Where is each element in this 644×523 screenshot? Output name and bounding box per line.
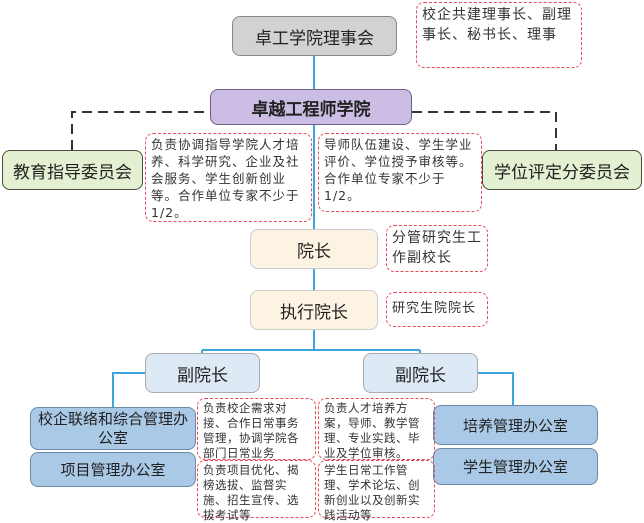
left-committee-note: 负责协调指导学院人才培养、科学研究、企业及社会服务、学生创新创业等。合作单位专家… xyxy=(145,133,312,222)
vice-dean-right-box: 副院长 xyxy=(363,353,478,393)
office-student-note: 学生日常工作管理、学术论坛、创新创业以及创新实践活动等 xyxy=(318,460,435,522)
exec-dean-note: 研究生院院长 xyxy=(386,292,488,327)
right-committee-box: 学位评定分委员会 xyxy=(482,150,642,190)
office-training-note: 负责人才培养方案，导师、教学管理、专业实践、毕业及学位审核。 xyxy=(318,398,435,460)
exec-dean-box: 执行院长 xyxy=(250,290,378,330)
office-project-box: 项目管理办公室 xyxy=(30,452,196,487)
office-liaison-box: 校企联络和综合管理办公室 xyxy=(30,407,196,450)
college-box: 卓越工程师学院 xyxy=(210,89,412,125)
right-committee-note: 导师队伍建设、学生学业评价、学位授予审核等。合作单位专家不少于1/2。 xyxy=(318,133,482,212)
office-student-box: 学生管理办公室 xyxy=(433,448,598,485)
board-note: 校企共建理事长、副理事长、秘书长、理事 xyxy=(416,2,582,68)
office-liaison-note: 负责校企需求对接、合作日常事务管理，协调学院各部门日常业务 xyxy=(197,398,316,460)
vice-dean-left-box: 副院长 xyxy=(145,353,260,393)
board-box: 卓工学院理事会 xyxy=(232,16,397,56)
office-project-note: 负责项目优化、揭榜选拔、监督实施、招生宣传、选拔考试等 xyxy=(197,460,316,522)
dean-box: 院长 xyxy=(250,229,378,269)
dean-note: 分管研究生工作副校长 xyxy=(386,225,488,272)
office-training-box: 培养管理办公室 xyxy=(433,405,598,445)
left-committee-box: 教育指导委员会 xyxy=(2,150,143,190)
